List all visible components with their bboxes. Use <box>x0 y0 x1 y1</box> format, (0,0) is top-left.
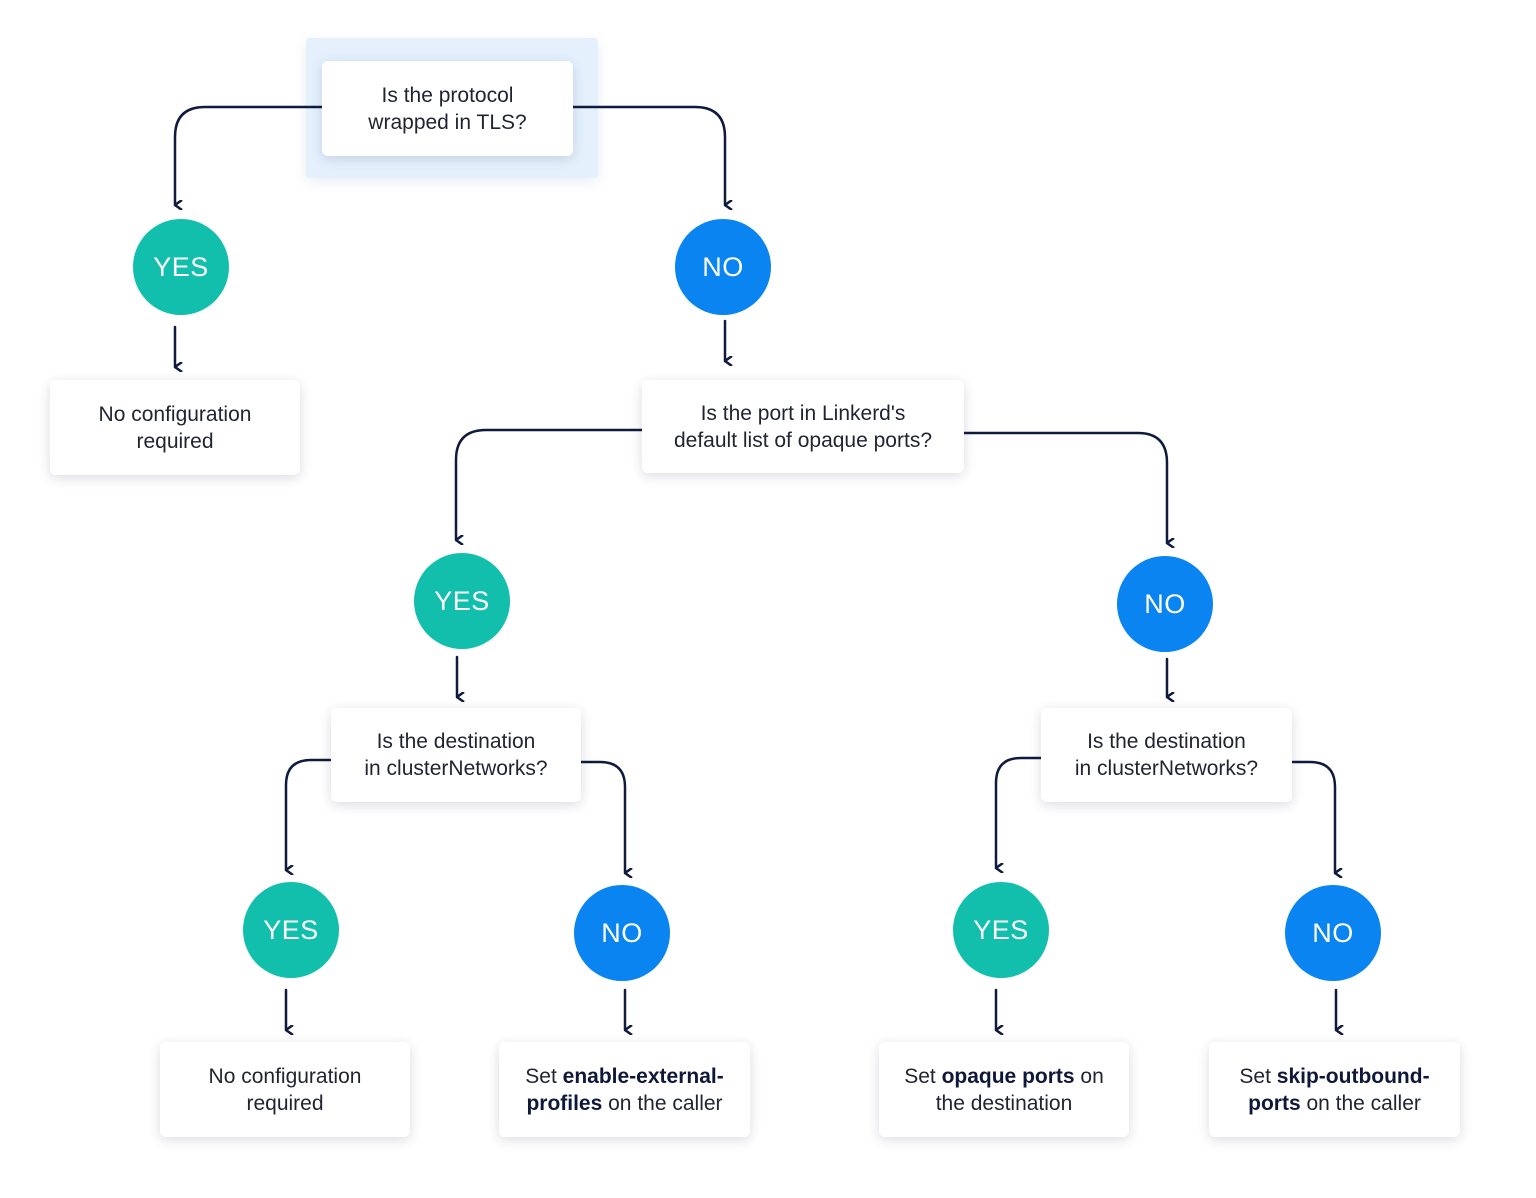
yes-label: YES <box>263 914 319 945</box>
yes-label: YES <box>434 585 490 616</box>
yes-node-port: YES <box>414 553 510 649</box>
edge-destright-to-yes <box>994 756 1043 868</box>
question-dest-left-line2: in clusterNetworks? <box>364 757 548 780</box>
yes-label: YES <box>153 251 209 282</box>
no-node-dest-left: NO <box>574 885 670 981</box>
yes-label: YES <box>973 914 1029 945</box>
result-no-config-2: No configuration required <box>160 1042 410 1137</box>
question-opaque-port: Is the port in Linkerd's default list of … <box>642 380 964 473</box>
question-tls-line1: Is the protocol <box>381 83 514 107</box>
yes-node-dest-right: YES <box>953 882 1049 978</box>
question-dest-left-line1: Is the destination <box>376 730 536 753</box>
no-label: NO <box>1144 588 1186 619</box>
edge-port-to-yes <box>454 428 644 540</box>
result-no-config-2-line1: No configuration <box>208 1064 362 1088</box>
no-node-port: NO <box>1117 556 1213 652</box>
edge-destleft-to-no <box>579 760 625 873</box>
yes-node-dest-left: YES <box>243 882 339 978</box>
result-ext-bold1: enable-external- <box>562 1064 724 1088</box>
edge-port-to-no <box>962 431 1167 543</box>
no-label: NO <box>702 251 744 282</box>
no-label: NO <box>601 917 643 948</box>
result-ext-pre: Set <box>525 1064 563 1088</box>
result-skip-bold2: ports <box>1248 1091 1301 1115</box>
question-dest-right-line1: Is the destination <box>1087 730 1246 753</box>
result-opaque-post: on <box>1074 1064 1104 1088</box>
question-destination-right: Is the destination in clusterNetworks? <box>1041 708 1292 802</box>
result-skip-post: on the caller <box>1300 1091 1421 1115</box>
result-ext-post: on the caller <box>602 1091 723 1115</box>
no-label: NO <box>1312 917 1354 948</box>
result-opaque-bold: opaque ports <box>941 1064 1075 1088</box>
result-opaque-line2: the destination <box>935 1091 1073 1115</box>
question-port-line1: Is the port in Linkerd's <box>700 401 906 425</box>
result-no-config-2-line2: required <box>246 1091 324 1115</box>
edge-destright-to-no <box>1290 760 1335 873</box>
result-no-config-1: No configuration required <box>50 380 300 475</box>
result-opaque-pre: Set <box>904 1064 942 1088</box>
question-tls-line2: wrapped in TLS? <box>368 110 527 134</box>
result-skip-outbound-ports: Set skip-outbound-ports on the caller <box>1209 1042 1460 1137</box>
no-node-dest-right: NO <box>1285 885 1381 981</box>
result-enable-external-profiles: Set enable-external-profiles on the call… <box>499 1042 750 1137</box>
question-destination-left: Is the destination in clusterNetworks? <box>331 708 581 802</box>
result-no-config-1-line2: required <box>136 429 214 453</box>
edge-destleft-to-yes <box>284 758 332 870</box>
question-dest-right-line2: in clusterNetworks? <box>1074 757 1259 780</box>
no-node-tls: NO <box>675 219 771 315</box>
result-skip-bold1: skip-outbound- <box>1276 1064 1430 1088</box>
edge-tls-to-no <box>570 105 725 205</box>
result-skip-pre: Set <box>1239 1064 1277 1088</box>
yes-node-tls: YES <box>133 219 229 315</box>
question-port-line2: default list of opaque ports? <box>673 428 932 452</box>
edge-tls-to-yes <box>173 105 324 205</box>
result-no-config-1-line1: No configuration <box>98 402 252 426</box>
result-ext-bold2: profiles <box>526 1091 603 1115</box>
question-tls: Is the protocol wrapped in TLS? <box>322 61 573 156</box>
